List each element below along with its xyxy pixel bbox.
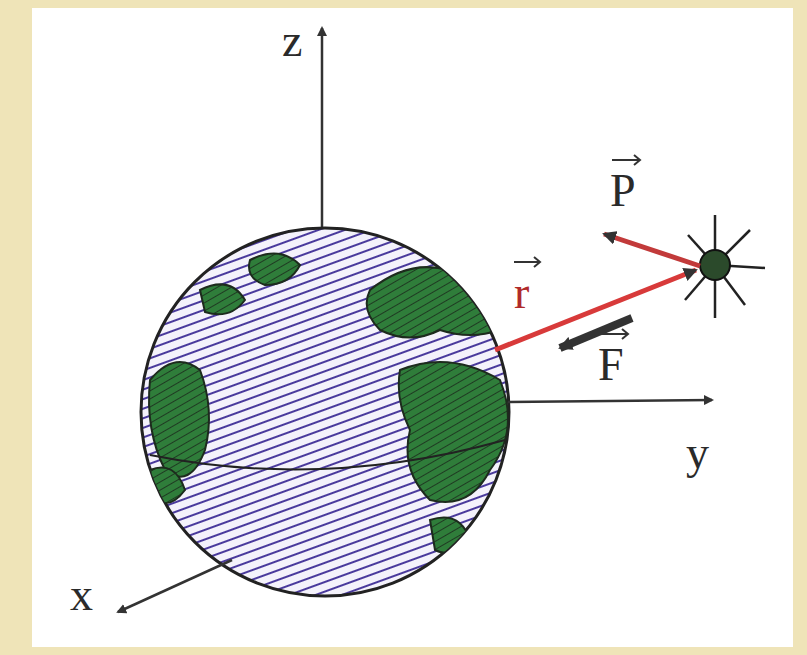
axis-label: y (686, 430, 709, 476)
vector-label: P (610, 168, 636, 214)
axis-label: z (282, 18, 302, 64)
vector-label: F (598, 342, 624, 388)
vector-label: r (514, 270, 529, 316)
axis-label: x (70, 572, 93, 618)
